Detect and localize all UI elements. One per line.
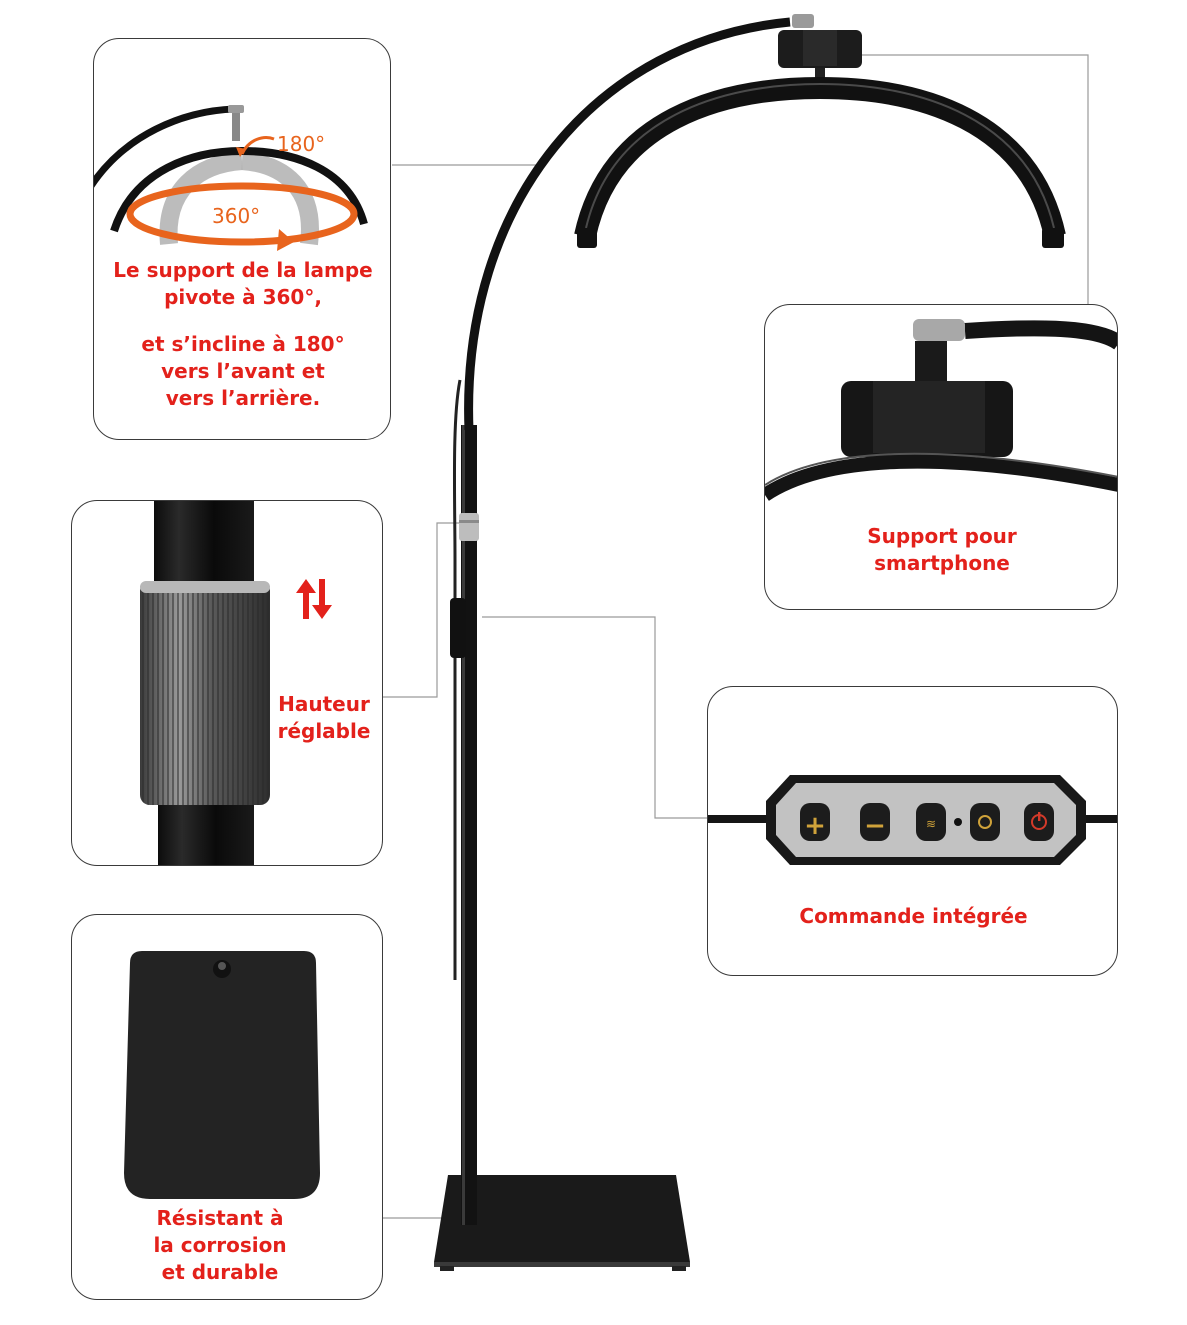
- mode-icon: ≋: [926, 817, 936, 831]
- phone-holder-closeup: [765, 319, 1117, 501]
- rotation-line-1: Le support de la lampe: [113, 258, 373, 282]
- plus-button-label: +: [804, 811, 826, 841]
- rotation-line-3: et s’incline à 180°: [141, 332, 345, 356]
- half-moon-lamp: [574, 76, 1066, 239]
- rotation-line-2: pivote à 360°,: [164, 285, 322, 309]
- rotation-description: Le support de la lampe pivote à 360°, et…: [94, 257, 390, 412]
- up-down-arrows-icon: [296, 579, 332, 619]
- mode-button: [916, 803, 946, 841]
- rotation-line-5: vers l’arrière.: [165, 386, 321, 410]
- pole-controller: [450, 598, 466, 658]
- cycle-button: [970, 803, 1000, 841]
- control-card: ≋ + − Commande intégrée: [707, 686, 1118, 976]
- height-line-2: réglable: [277, 719, 371, 743]
- control-label: Commande intégrée: [799, 904, 1028, 928]
- base-line-1: Résistant à: [156, 1206, 284, 1230]
- pole-collar: [459, 513, 479, 541]
- pole-closeup-image: [140, 501, 270, 865]
- tilt-angle-label: 180°: [277, 132, 326, 156]
- cycle-icon: [978, 815, 992, 829]
- height-description: Hauteur réglable: [272, 691, 376, 745]
- connector-phone: [862, 54, 1089, 305]
- rotation-line-4: vers l’avant et: [161, 359, 325, 383]
- minus-button-body: [860, 803, 890, 841]
- base-description: Résistant à la corrosion et durable: [72, 1205, 368, 1286]
- phone-line-1: Support pour: [867, 524, 1017, 548]
- phone-line-2: smartphone: [874, 551, 1010, 575]
- base-line-3: et durable: [161, 1260, 279, 1284]
- base-card: Résistant à la corrosion et durable: [71, 914, 383, 1300]
- plus-button-body: [800, 803, 830, 841]
- phone-card: Support pour smartphone: [764, 304, 1118, 610]
- inline-controller-image: ≋: [708, 775, 1117, 865]
- power-button: [1024, 803, 1054, 841]
- base-plate-image: [124, 951, 320, 1199]
- rotation-card: 180° 360° Le support de la lampe pivote …: [93, 38, 391, 440]
- base-line-2: la corrosion: [153, 1233, 287, 1257]
- height-card: Hauteur réglable: [71, 500, 383, 866]
- connector-control: [482, 616, 707, 819]
- minus-button-label: −: [864, 811, 886, 841]
- stand-base-plate: [434, 1175, 690, 1262]
- boom-arm: [464, 17, 791, 431]
- height-line-1: Hauteur: [278, 692, 370, 716]
- rotate-angle-label: 360°: [212, 204, 261, 228]
- rotation-illustration: [94, 105, 368, 251]
- phone-description: Support pour smartphone: [765, 523, 1117, 577]
